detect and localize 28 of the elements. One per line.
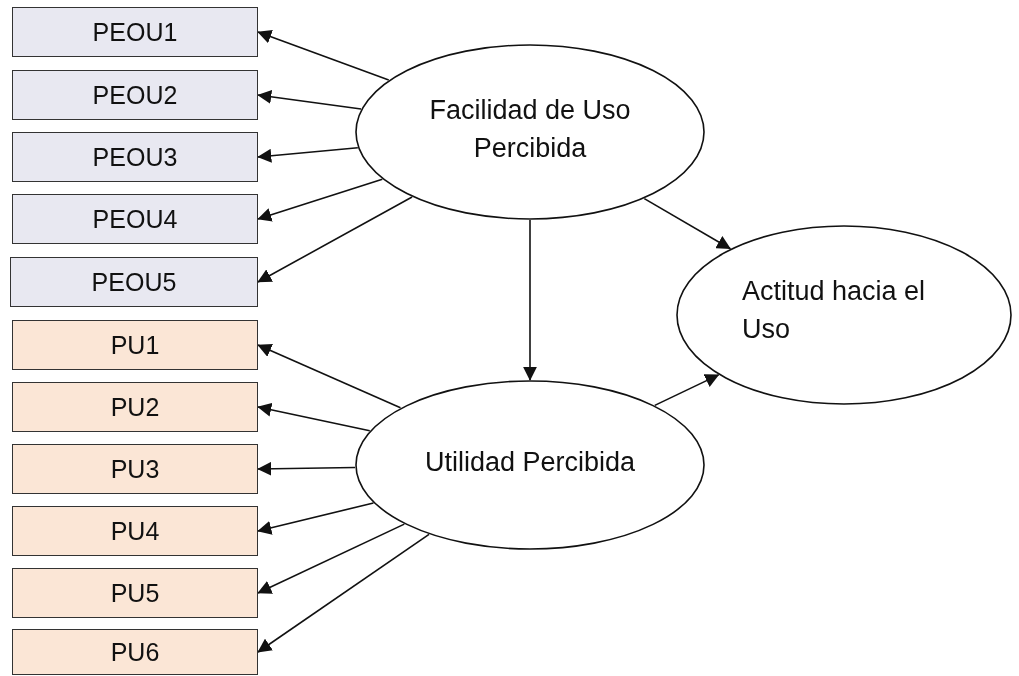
indicator-box: PU4 bbox=[12, 506, 258, 556]
arrow bbox=[257, 343, 402, 409]
arrow bbox=[257, 402, 371, 432]
arrow bbox=[257, 89, 362, 110]
arrow bbox=[653, 374, 720, 407]
indicator-box: PEOU5 bbox=[10, 257, 258, 307]
construct-label: Utilidad Percibida bbox=[423, 446, 637, 479]
arrow bbox=[257, 461, 356, 476]
construct-label: Actitud hacia el Uso bbox=[742, 275, 927, 346]
indicator-box: PU6 bbox=[12, 629, 258, 675]
arrow bbox=[257, 502, 375, 535]
indicator-box: PU1 bbox=[12, 320, 258, 370]
indicator-box: PU2 bbox=[12, 382, 258, 432]
arrow bbox=[257, 533, 430, 653]
arrow bbox=[643, 197, 732, 250]
arrow bbox=[257, 30, 390, 81]
indicator-box: PEOU2 bbox=[12, 70, 258, 120]
indicator-box: PU3 bbox=[12, 444, 258, 494]
arrow bbox=[523, 219, 537, 381]
indicator-box: PEOU3 bbox=[12, 132, 258, 182]
arrow bbox=[257, 196, 413, 283]
construct-label: Facilidad de Uso Percibida bbox=[428, 94, 632, 165]
indicator-box: PU5 bbox=[12, 568, 258, 618]
indicator-box: PEOU1 bbox=[12, 7, 258, 57]
arrow bbox=[257, 523, 406, 594]
arrow bbox=[257, 147, 359, 163]
arrow bbox=[257, 178, 384, 222]
indicator-box: PEOU4 bbox=[12, 194, 258, 244]
